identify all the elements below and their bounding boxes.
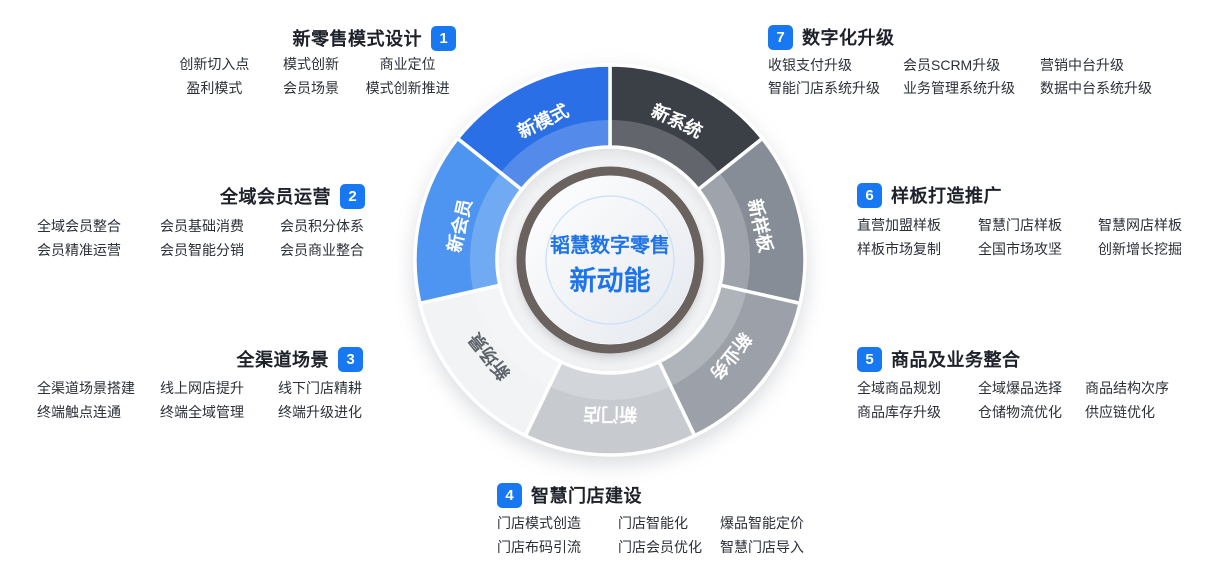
section-number-badge: 7 <box>768 24 793 50</box>
list-item: 全域会员整合 <box>37 218 121 234</box>
list-item: 全渠道场景搭建 <box>37 380 135 396</box>
list-item: 创新增长挖掘 <box>1098 241 1182 257</box>
list-item: 智能门店系统升级 <box>768 80 880 96</box>
section-omni-member-operation: 全域会员运营 2 全域会员整合 会员基础消费 会员积分体系 会员精准运营 会员智… <box>37 183 365 257</box>
list-item: 业务管理系统升级 <box>903 80 1015 96</box>
segment-new-model <box>455 63 612 192</box>
hub-disc <box>526 176 694 344</box>
inner-highlight-band <box>470 120 750 400</box>
list-item: 商业定位 <box>379 56 436 72</box>
section-title: 样板打造推广 <box>891 186 1002 206</box>
section-title: 数字化升级 <box>802 28 895 48</box>
section-digital-upgrade: 7 数字化升级 收银支付升级 会员SCRM升级 营销中台升级 智能门店系统升级 … <box>768 24 1152 96</box>
section-title: 全渠道场景 <box>236 350 329 370</box>
list-item: 数据中台系统升级 <box>1040 80 1152 96</box>
section-number-badge: 1 <box>431 25 456 51</box>
list-item: 智慧门店样板 <box>978 217 1062 233</box>
section-product-business-integration: 5 商品及业务整合 全域商品规划 全域爆品选择 商品结构次序 商品库存升级 仓储… <box>857 346 1169 420</box>
list-item: 模式创新推进 <box>365 80 450 96</box>
list-item: 智慧门店导入 <box>720 539 804 555</box>
list-item: 直营加盟样板 <box>857 217 941 233</box>
section-title: 商品及业务整合 <box>891 350 1021 370</box>
list-item: 会员场景 <box>282 80 339 96</box>
section-number-badge: 6 <box>857 182 882 208</box>
list-item: 全国市场攻坚 <box>978 241 1062 257</box>
section-number-badge: 3 <box>338 346 363 372</box>
list-item: 智慧网店样板 <box>1098 217 1182 233</box>
section-smart-store-construction: 4 智慧门店建设 门店模式创造 门店智能化 爆品智能定价 门店布码引流 门店会员… <box>497 482 808 554</box>
list-item: 会员精准运营 <box>37 242 121 258</box>
list-item: 会员商业整合 <box>280 242 364 258</box>
list-item: 门店智能化 <box>618 515 688 531</box>
list-item: 终端全域管理 <box>160 404 244 420</box>
list-item: 终端触点连通 <box>37 404 121 420</box>
list-item: 全域爆品选择 <box>978 380 1062 396</box>
segmented-wheel-diagram: 新系统 新样板 新业务 新门店 新场景 新会员 新模式 韬慧数字零售 新动能 <box>413 63 807 457</box>
list-item: 商品库存升级 <box>857 404 941 420</box>
list-item: 创新切入点 <box>179 56 250 72</box>
list-item: 营销中台升级 <box>1040 57 1124 73</box>
section-omni-channel-scene: 全渠道场景 3 全渠道场景搭建 线上网店提升 线下门店精耕 终端触点连通 终端全… <box>37 346 363 419</box>
center-title: 韬慧数字零售 <box>550 233 670 257</box>
list-item: 会员SCRM升级 <box>903 57 1001 73</box>
segment-label: 新门店 <box>583 404 637 425</box>
list-item: 收银支付升级 <box>768 57 852 73</box>
list-item: 样板市场复制 <box>857 241 941 257</box>
list-item: 商品结构次序 <box>1085 380 1169 396</box>
section-number-badge: 5 <box>857 346 882 372</box>
list-item: 门店布码引流 <box>497 539 581 555</box>
section-number-badge: 4 <box>497 482 522 508</box>
list-item: 仓储物流优化 <box>978 404 1062 420</box>
list-item: 线上网店提升 <box>160 380 244 396</box>
section-title: 新零售模式设计 <box>292 29 422 49</box>
list-item: 会员积分体系 <box>280 218 364 234</box>
section-title: 智慧门店建设 <box>531 486 642 506</box>
section-model-promotion: 6 样板打造推广 直营加盟样板 智慧门店样板 智慧网店样板 样板市场复制 全国市… <box>857 182 1182 256</box>
list-item: 全域商品规划 <box>857 380 941 396</box>
section-number-badge: 2 <box>340 183 365 209</box>
list-item: 盈利模式 <box>186 80 243 96</box>
list-item: 会员基础消费 <box>160 218 244 234</box>
list-item: 终端升级进化 <box>278 404 362 420</box>
section-title: 全域会员运营 <box>220 187 331 207</box>
list-item: 模式创新 <box>282 56 339 72</box>
list-item: 爆品智能定价 <box>720 515 804 531</box>
list-item: 门店会员优化 <box>618 539 702 555</box>
list-item: 线下门店精耕 <box>278 380 362 396</box>
list-item: 门店模式创造 <box>497 515 581 531</box>
center-subtitle: 新动能 <box>570 265 651 296</box>
list-item: 供应链优化 <box>1085 404 1155 420</box>
hub-inner-ring <box>545 195 675 325</box>
section-new-retail-model-design: 新零售模式设计 1 创新切入点 模式创新 商业定位 盈利模式 会员场景 模式创新… <box>150 25 456 95</box>
list-item: 会员智能分销 <box>160 242 244 258</box>
